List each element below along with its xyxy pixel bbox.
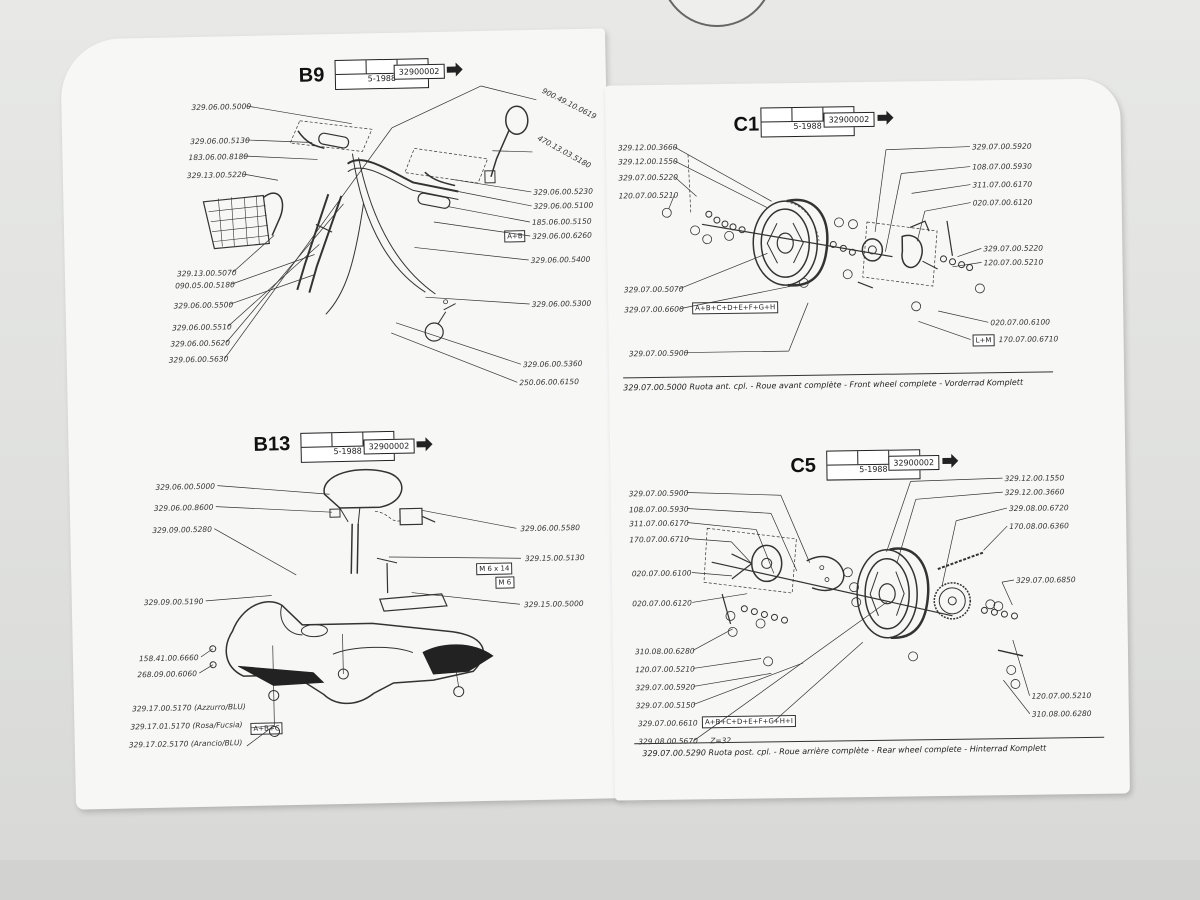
b13-seat-body-drawing <box>199 468 521 747</box>
c1-front-wheel-drawing <box>661 146 989 353</box>
arrow-right-icon <box>446 62 463 77</box>
arrow-right-icon <box>416 437 433 452</box>
table-edge <box>0 860 1200 900</box>
manual-page-right: C1 5-1988 32900002 329.12.00.3660 329.12… <box>605 78 1130 801</box>
b9-handlebar-drawing <box>202 85 537 383</box>
manual-page-left: B9 5-1988 32900002 329.06.00.5000 329.06… <box>59 28 622 810</box>
c5-rear-wheel-drawing <box>686 477 1031 741</box>
arrow-right-icon <box>942 453 959 468</box>
arrow-right-icon <box>877 110 894 125</box>
